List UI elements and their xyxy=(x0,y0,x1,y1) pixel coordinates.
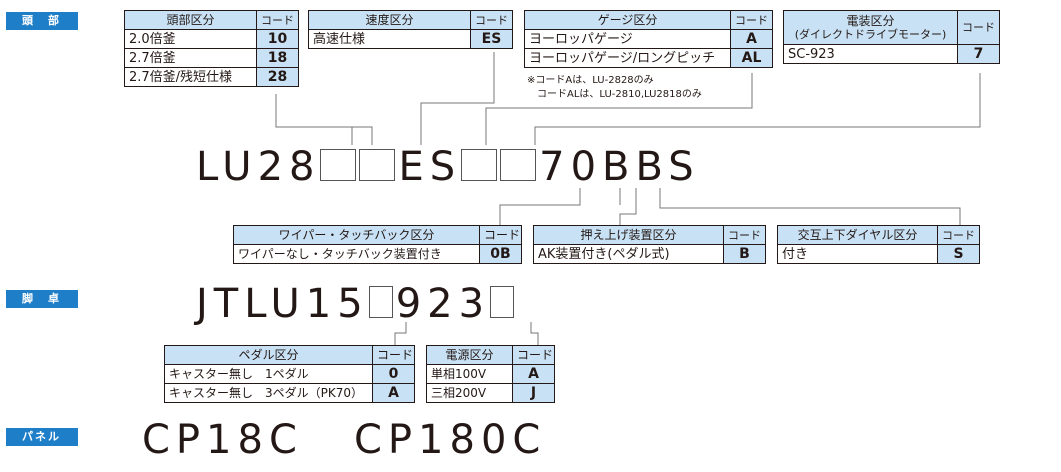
table-power: 電源区分 コード 単相100V A 三相200V J xyxy=(426,345,555,403)
model-number-panel-1: CP18C xyxy=(142,417,303,463)
option-label: AK装置付き(ペダル式) xyxy=(533,244,724,264)
code-header: コード xyxy=(470,10,513,30)
connector-dial xyxy=(659,188,961,225)
option-code: ES xyxy=(470,29,513,49)
connector-speed xyxy=(420,52,495,145)
table-header: ペダル区分 xyxy=(164,345,373,365)
section-label-panel: パネル xyxy=(6,428,78,446)
table-gauge: ゲージ区分 コード ヨーロッパゲージ A ヨーロッパゲージ/ロングピッチ AL xyxy=(524,10,773,68)
model-part: ES xyxy=(398,144,462,190)
model-part: 923 xyxy=(395,281,491,327)
table-dial: 交互上下ダイヤル区分 コード 付き S xyxy=(777,225,980,264)
option-label: 2.7倍釜/残短仕様 xyxy=(124,67,257,87)
connector-motor xyxy=(534,73,981,145)
connector-lifter xyxy=(619,188,637,225)
option-label: キャスター無し 1ペダル xyxy=(164,364,373,384)
table-header: ゲージ区分 xyxy=(524,10,731,30)
table-head-type: 頭部区分 コード 2.0倍釜 10 2.7倍釜 18 2.7倍釜/残短仕様 28 xyxy=(124,10,299,87)
option-label: ワイパーなし・タッチバック装置付き xyxy=(233,244,480,264)
model-slot xyxy=(368,286,393,318)
option-label: ヨーロッパゲージ/ロングピッチ xyxy=(524,48,731,68)
connector-power xyxy=(530,322,539,345)
gauge-note-1: ※コードAは、LU-2828のみ xyxy=(527,75,654,86)
model-slot xyxy=(490,286,515,318)
section-label-head: 頭 部 xyxy=(6,12,78,30)
option-label: ヨーロッパゲージ xyxy=(524,29,731,49)
option-code: 28 xyxy=(256,67,299,87)
model-part: JTLU15 xyxy=(196,281,369,327)
code-header: コード xyxy=(372,345,415,365)
option-label: 2.7倍釜 xyxy=(124,48,257,68)
option-code: B xyxy=(723,244,766,264)
table-header-line-1: 電装区分 xyxy=(846,13,895,28)
model-number-head: LU28 ES 70BBS xyxy=(196,145,700,189)
option-code: 18 xyxy=(256,48,299,68)
option-code: A xyxy=(730,29,773,49)
code-header: コード xyxy=(957,10,1000,45)
section-label-leg: 脚 卓 xyxy=(6,290,78,308)
option-code: AL xyxy=(730,48,773,68)
table-pedal: ペダル区分 コード キャスター無し 1ペダル 0 キャスター無し 3ペダル（PK… xyxy=(164,345,415,403)
connector-gauge xyxy=(485,73,753,145)
table-header: 交互上下ダイヤル区分 xyxy=(777,225,938,245)
option-label: SC-923 xyxy=(783,44,958,64)
option-code: J xyxy=(512,383,555,403)
model-number-panel-2: CP180C xyxy=(354,417,547,463)
table-header: 速度区分 xyxy=(308,10,471,30)
option-code: 0 xyxy=(372,364,415,384)
table-header: 頭部区分 xyxy=(124,10,257,30)
table-header: 電源区分 xyxy=(426,345,513,365)
table-speed: 速度区分 コード 高速仕様 ES xyxy=(308,10,513,49)
option-code: 7 xyxy=(957,44,1000,64)
gauge-note-2: コードALは、LU-2810,LU2818のみ xyxy=(537,89,702,100)
option-label: キャスター無し 3ペダル（PK70） xyxy=(164,383,373,403)
table-header: 押え上げ装置区分 xyxy=(533,225,724,245)
option-label: 付き xyxy=(777,244,938,264)
option-label: 三相200V xyxy=(426,383,513,403)
option-code: S xyxy=(937,244,980,264)
code-header: コード xyxy=(479,225,522,245)
code-header: コード xyxy=(730,10,773,30)
connector-wiper xyxy=(499,188,581,225)
table-header: ワイパー・タッチバック区分 xyxy=(233,225,480,245)
option-code: 0B xyxy=(479,244,522,264)
table-header-line-2: (ダイレクトドライブモーター) xyxy=(794,27,947,41)
model-slot xyxy=(461,149,498,181)
table-lifter: 押え上げ装置区分 コード AK装置付き(ペダル式) B xyxy=(533,225,766,264)
option-code: A xyxy=(372,383,415,403)
option-code: A xyxy=(512,364,555,384)
code-header: コード xyxy=(723,225,766,245)
table-wiper: ワイパー・タッチバック区分 コード ワイパーなし・タッチバック装置付き 0B xyxy=(233,225,522,264)
model-slot xyxy=(359,149,396,181)
code-header: コード xyxy=(937,225,980,245)
code-header: コード xyxy=(256,10,299,30)
code-header: コード xyxy=(512,345,555,365)
table-motor: 電装区分 (ダイレクトドライブモーター) コード SC-923 7 xyxy=(783,10,1000,64)
model-part: 70BBS xyxy=(539,144,700,190)
table-header: 電装区分 (ダイレクトドライブモーター) xyxy=(783,10,958,45)
option-label: 2.0倍釜 xyxy=(124,29,257,49)
model-slot xyxy=(500,149,537,181)
option-label: 単相100V xyxy=(426,364,513,384)
model-number-leg: JTLU15 923 xyxy=(196,282,517,326)
model-part: LU28 xyxy=(196,144,321,190)
connector-head-type xyxy=(275,94,373,145)
option-code: 10 xyxy=(256,29,299,49)
connector-pedal xyxy=(394,322,407,345)
model-slot xyxy=(320,149,357,181)
option-label: 高速仕様 xyxy=(308,29,471,49)
